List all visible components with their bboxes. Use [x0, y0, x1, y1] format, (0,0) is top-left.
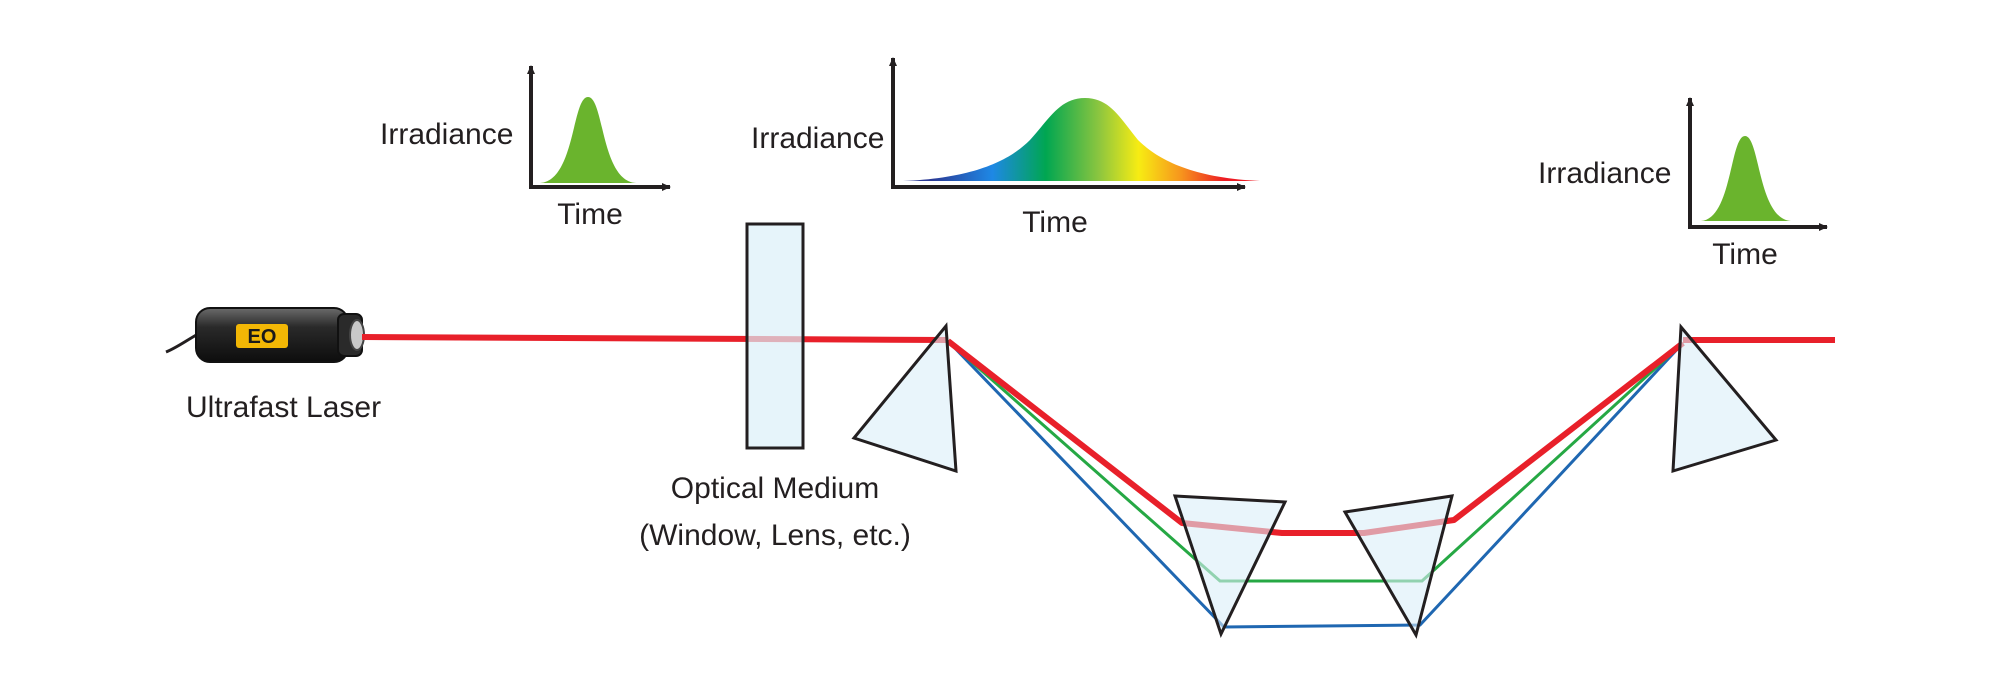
beam-blue: [946, 339, 1685, 629]
input-pulse-curve: [540, 97, 636, 183]
input-pulse-plot: Irradiance Time: [380, 65, 671, 231]
optical-medium-label: Optical Medium: [671, 472, 879, 505]
laser-cable: [165, 332, 199, 354]
x-axis-label: Time: [557, 198, 623, 231]
beam-green: [947, 339, 1685, 583]
optical-medium-window: [745, 222, 805, 450]
prism-1: [851, 322, 958, 474]
beam-red-input: [361, 334, 949, 343]
laser-logo: EO: [248, 326, 277, 348]
prism-4: [1671, 323, 1779, 474]
chirped-pulse-plot: Irradiance Time: [751, 57, 1260, 239]
beam-red-dispersed: [946, 338, 1685, 536]
chirped-pulse-curve: [903, 98, 1260, 181]
laser-label: Ultrafast Laser: [186, 391, 381, 424]
optical-medium-sublabel: (Window, Lens, etc.): [639, 519, 911, 552]
x-axis-label: Time: [1022, 206, 1088, 239]
y-axis-label: Irradiance: [751, 122, 884, 155]
ultrafast-laser: EO: [165, 307, 365, 363]
laser-logo-badge: [236, 324, 288, 348]
x-axis-label: Time: [1712, 238, 1778, 271]
laser-aperture: [349, 319, 365, 351]
prism-2: [1172, 494, 1288, 638]
prism-3: [1342, 494, 1455, 639]
y-axis-label: Irradiance: [1538, 157, 1671, 190]
output-pulse-plot: Irradiance Time: [1538, 97, 1828, 271]
output-pulse-curve: [1701, 136, 1791, 221]
beam-paths: [361, 334, 1835, 629]
y-axis-label: Irradiance: [380, 118, 513, 151]
